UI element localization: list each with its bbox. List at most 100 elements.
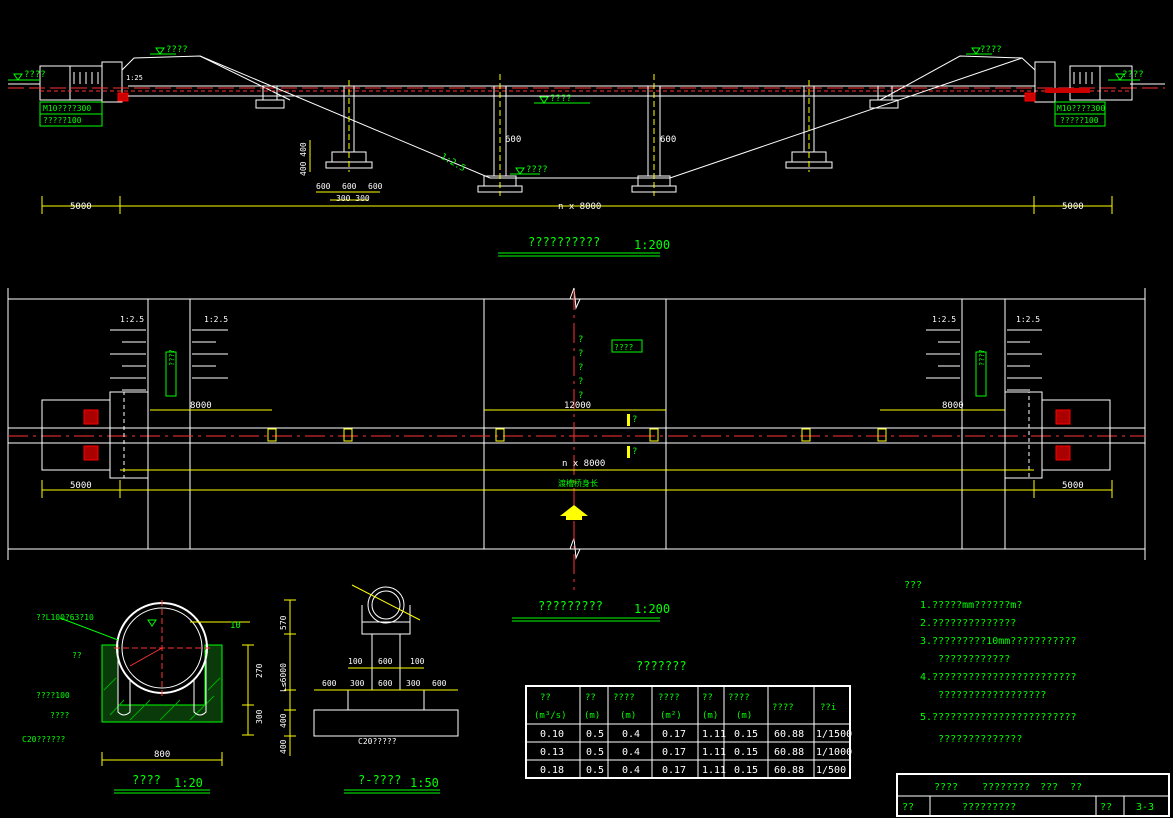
pier-bot-dim-2: 300 [350, 679, 365, 688]
notes: ??? 1.?????mm??????m? 2.?????????????? 3… [904, 580, 1077, 745]
tb-r2-c4: 3-3 [1136, 802, 1154, 813]
tb-r2-c1: ?? [902, 802, 914, 813]
wl-tag-4: ???? [1122, 70, 1144, 80]
tb-r1-c1: ???? [934, 782, 958, 793]
pier-title: ?-???? [358, 773, 401, 787]
pier-dim-400a: 400 [279, 713, 288, 728]
dim-foot-4: 300 300 [336, 194, 370, 203]
table-cell-r1-c5: 1.11 [702, 729, 726, 740]
vchar-3: ? [578, 363, 583, 373]
dim-270: 270 [255, 663, 264, 678]
label-100: ????100 [36, 691, 70, 700]
dim-12000: 12000 [564, 401, 591, 411]
hydraulic-table [525, 685, 851, 779]
wl-tag-3: ???? [24, 70, 46, 80]
dim-right: 5000 [1062, 202, 1084, 212]
left-note-1: M10????300 [43, 104, 91, 113]
table-cell-r2-c2: 0.5 [586, 747, 604, 758]
table-header-3: ???? [613, 693, 635, 703]
table-cell-r3-c6: 0.15 [734, 765, 758, 776]
dim-600-b: 600 [660, 135, 676, 145]
table-header-4: ???? [658, 693, 680, 703]
table-cell-r2-c3: 0.4 [622, 747, 640, 758]
table-cell-r3-c8: 1/500 [816, 765, 846, 776]
wl-tag-2: ???? [980, 45, 1002, 55]
dim-mid: n x 8000 [558, 202, 601, 212]
table-cell-r1-c3: 0.4 [622, 729, 640, 740]
dim-foot-2: 600 [342, 182, 357, 191]
slope-tag-3: 1:2.5 [932, 315, 956, 324]
dim-n8000: n x 8000 [562, 459, 605, 469]
plan-view [7, 287, 1146, 622]
slope-tag-2: 1:2.5 [204, 315, 228, 324]
slope-short: 1:25 [126, 74, 143, 82]
label-c20: C20?????? [22, 735, 66, 744]
title-block [896, 773, 1170, 817]
right-note-1: M10????300 [1057, 104, 1105, 113]
table-unit-6: (m) [736, 711, 752, 721]
table-cell-r3-c4: 0.17 [662, 765, 686, 776]
dim-foot-1: 600 [316, 182, 331, 191]
label-fill: ???? [50, 711, 69, 720]
label-anchor: ??L100?63?10 [36, 613, 94, 622]
table-unit-4: (m²) [660, 711, 682, 721]
table-unit-3: (m) [620, 711, 636, 721]
elevation-title: ?????????? [528, 235, 600, 249]
note-line-3: 3.?????????10mm??????????? [920, 636, 1077, 647]
table-cell-r1-c7: 60.88 [774, 729, 804, 740]
table-cell-r2-c4: 0.17 [662, 747, 686, 758]
table-cell-r1-c1: 0.10 [540, 729, 564, 740]
tb-r2-c3: ?? [1100, 802, 1112, 813]
plan-scale: 1:200 [634, 602, 670, 616]
dim-8000-left: 8000 [190, 401, 212, 411]
section-scale: 1:20 [174, 776, 203, 790]
plan-title: ????????? [538, 599, 603, 613]
dim-foot-3: 600 [368, 182, 383, 191]
note-line-5: 4.???????????????????????? [920, 672, 1077, 683]
slope-tag-4: 1:2.5 [1016, 315, 1040, 324]
note-line-1: 1.?????mm??????m? [920, 600, 1022, 611]
notes-heading: ??? [904, 580, 922, 591]
table-header-1: ?? [540, 693, 551, 703]
tb-r1-c4: ?? [1070, 782, 1082, 793]
table-cell-r1-c2: 0.5 [586, 729, 604, 740]
pier-top-dim-3: 100 [410, 657, 425, 666]
section-title: ???? [132, 773, 161, 787]
table-cell-r3-c5: 1.11 [702, 765, 726, 776]
slope-label: 1:2.5 [439, 152, 467, 174]
pier-top-dim-1: 100 [348, 657, 363, 666]
plan-texts: 1:2.5 1:2.5 1:2.5 1:2.5 ? ? ? ? ? ???? ?… [70, 315, 1084, 616]
wl-tag-6: ???? [526, 165, 548, 175]
pier-dim-L: L≤6000 [279, 663, 288, 692]
label-10: 10 [230, 621, 241, 631]
note-line-8: ?????????????? [920, 734, 1022, 745]
pier-dim-400b: 400 [279, 739, 288, 754]
wl-tag-1: ???? [166, 45, 188, 55]
table-header-8: ??i [820, 703, 836, 713]
small-p1: ? [632, 415, 637, 425]
slope-tag-1: 1:2.5 [120, 315, 144, 324]
right-note-2: ?????100 [1060, 116, 1099, 125]
note-line-4: ???????????? [920, 654, 1010, 665]
title-block-texts: ???? ???????? ??? ?? ?? ????????? ?? 3-3 [902, 782, 1154, 813]
length-label: 渡槽桥身长 [558, 478, 598, 488]
table-header-2: ?? [585, 693, 596, 703]
pier-scale: 1:50 [410, 776, 439, 790]
table-unit-1: (m³/s) [534, 711, 567, 721]
pier-view [284, 584, 459, 794]
tb-r1-c3: ??? [1040, 782, 1058, 793]
table-cell-r2-c6: 0.15 [734, 747, 758, 758]
section-view [59, 600, 254, 794]
table-unit-5: (m) [702, 711, 718, 721]
table-cell-r2-c5: 1.11 [702, 747, 726, 758]
dim-8000-right: 8000 [942, 401, 964, 411]
plan-dim-left: 5000 [70, 481, 92, 491]
table-cell-r2-c8: 1/1000 [816, 747, 852, 758]
dim-left: 5000 [70, 202, 92, 212]
table-texts: ??????? ?? ?? ???? ???? ?? ???? ???? ??i… [534, 659, 852, 776]
plan-dim-right: 5000 [1062, 481, 1084, 491]
note-line-6: ?????????????????? [920, 690, 1046, 701]
table-cell-r3-c1: 0.18 [540, 765, 564, 776]
